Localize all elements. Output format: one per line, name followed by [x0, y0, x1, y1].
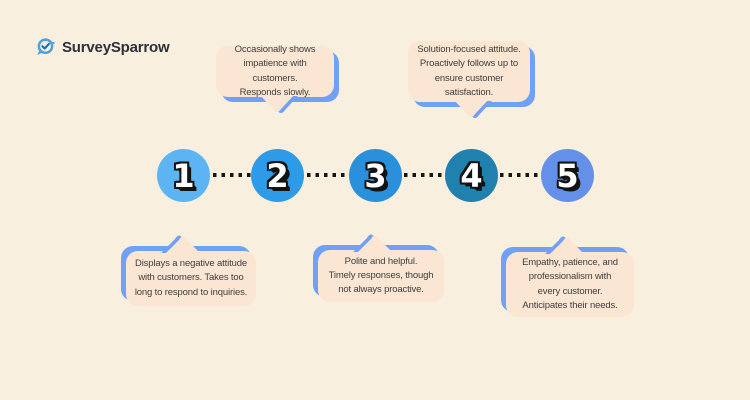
speech-bubble-step-2: Occasionally shows impatience with custo…: [216, 44, 334, 98]
bubble-tail-step-4: [454, 100, 492, 118]
bubble-text-step-1: Displays a negative attitude with custom…: [134, 258, 248, 298]
brand-name: SurveySparrow: [62, 39, 170, 56]
bubble-text-step-5: Empathy, patience, and professionalism w…: [522, 257, 618, 311]
dotted-connector-2-3: [307, 173, 345, 177]
step-circle-3: 3: [349, 149, 402, 202]
step-number-3: 3: [364, 156, 387, 195]
bubble-tail-step-3: [353, 234, 393, 253]
speech-bubble-step-5: Empathy, patience, and professionalism w…: [506, 252, 634, 317]
dotted-connector-4-5: [500, 173, 538, 177]
bubble-text-step-2: Occasionally shows impatience with custo…: [234, 44, 316, 98]
step-number-5: 5: [556, 156, 579, 195]
bubble-text-step-3: Polite and helpful. Timely responses, th…: [328, 255, 434, 296]
step-number-2: 2: [266, 156, 289, 195]
step-circle-2: 2: [251, 149, 304, 202]
dotted-connector-1-2: [213, 173, 251, 177]
step-number-1: 1: [172, 156, 195, 195]
step-number-4: 4: [460, 156, 483, 195]
speech-bubble-step-1: Displays a negative attitude with custom…: [126, 251, 256, 306]
speech-bubble-step-4: Solution-focused attitude. Proactively f…: [408, 41, 530, 102]
bubble-tail-step-5: [545, 236, 585, 255]
bubble-tail-step-2: [260, 95, 298, 113]
sparrow-logo-icon: [37, 38, 56, 55]
dotted-connector-3-4: [404, 173, 442, 177]
step-circle-1: 1: [157, 149, 210, 202]
bubble-text-step-4: Solution-focused attitude. Proactively f…: [417, 44, 521, 98]
step-circle-5: 5: [541, 149, 594, 202]
brand-logo: SurveySparrow: [34, 37, 170, 58]
speech-bubble-step-3: Polite and helpful. Timely responses, th…: [318, 250, 444, 302]
bubble-tail-step-1: [161, 235, 201, 254]
step-circle-4: 4: [445, 149, 498, 202]
